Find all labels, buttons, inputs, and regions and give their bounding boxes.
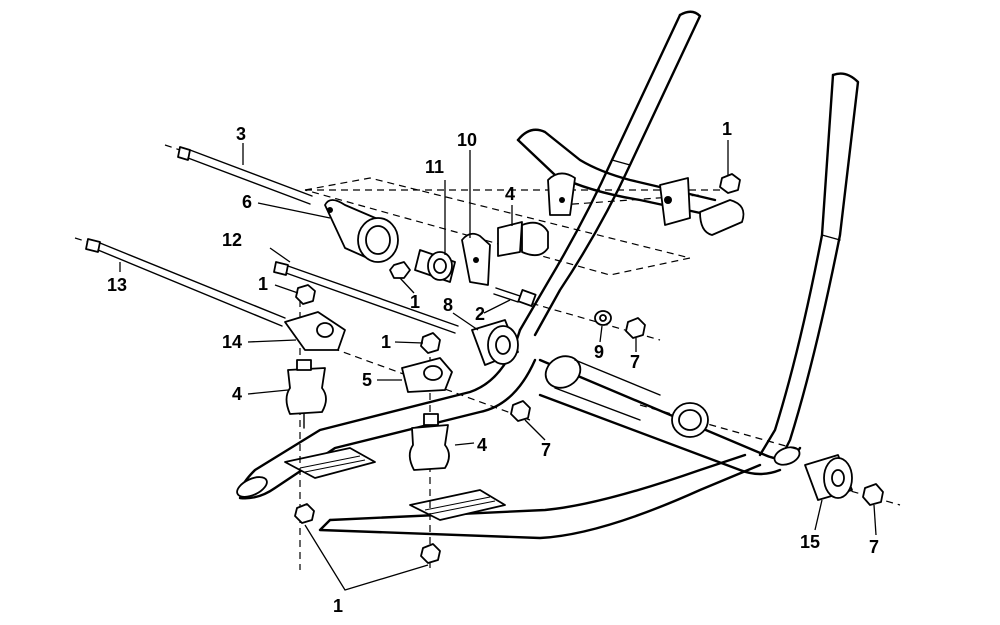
frame-tab [547, 172, 576, 216]
bolt-2 [493, 287, 537, 307]
callout-4-b: 4 [477, 435, 487, 455]
bracket-5 [401, 357, 453, 393]
callout-14: 14 [222, 332, 242, 352]
leader-lines [119, 140, 877, 591]
bracket-14 [284, 311, 346, 351]
callout-11: 11 [425, 157, 444, 177]
nut-top-right [719, 173, 741, 194]
long-bolt-3 [164, 144, 313, 205]
callout-7-a: 7 [630, 352, 640, 372]
tube-sleeve-right [671, 402, 709, 438]
callout-13: 13 [107, 275, 127, 295]
callout-5: 5 [362, 370, 372, 390]
long-bolt-12 [273, 261, 459, 334]
rubber-mount-4-left [285, 359, 327, 429]
callout-12: 12 [222, 230, 242, 250]
callouts: 3 6 12 13 1 14 4 1 5 4 11 10 4 1 1 2 8 9… [107, 119, 879, 616]
bracket-4-top [497, 221, 549, 257]
rubber-mount-4-right [408, 413, 450, 471]
bushing-15 [804, 454, 853, 501]
callout-4-a: 4 [232, 384, 242, 404]
nut-upper [389, 261, 411, 279]
callout-4-c: 4 [505, 184, 515, 204]
callout-10: 10 [457, 130, 477, 150]
callout-2: 2 [475, 304, 485, 324]
nut-14-top [295, 284, 316, 305]
right-clamp [659, 177, 745, 236]
plate-10 [461, 232, 491, 286]
callout-7-b: 7 [541, 440, 551, 460]
tube-sleeve-left [544, 355, 661, 421]
callout-1-d: 1 [410, 292, 420, 312]
nut-bottom-left [294, 503, 315, 524]
callout-1-b: 1 [381, 332, 391, 352]
callout-6: 6 [242, 192, 252, 212]
callout-9: 9 [594, 342, 604, 362]
bracket-6 [324, 199, 399, 263]
long-bolt-13 [74, 237, 286, 327]
callout-1-e: 1 [333, 596, 343, 616]
callout-15: 15 [800, 532, 820, 552]
bushing-8 [471, 319, 519, 366]
nut-7-lower [862, 483, 884, 506]
mount-plate-right [409, 489, 506, 521]
nut-5-top [420, 332, 441, 354]
callout-1-c: 1 [722, 119, 732, 139]
sleeve-11 [414, 249, 456, 283]
callout-3: 3 [236, 124, 246, 144]
callout-8: 8 [443, 295, 453, 315]
washer-9 [594, 310, 612, 326]
nut-7-upper [625, 317, 646, 339]
nut-bottom-right [420, 543, 441, 564]
callout-7-c: 7 [869, 537, 879, 557]
callout-1-a: 1 [258, 274, 268, 294]
mount-plate-left [284, 447, 376, 479]
nut-7-mid [510, 400, 531, 422]
